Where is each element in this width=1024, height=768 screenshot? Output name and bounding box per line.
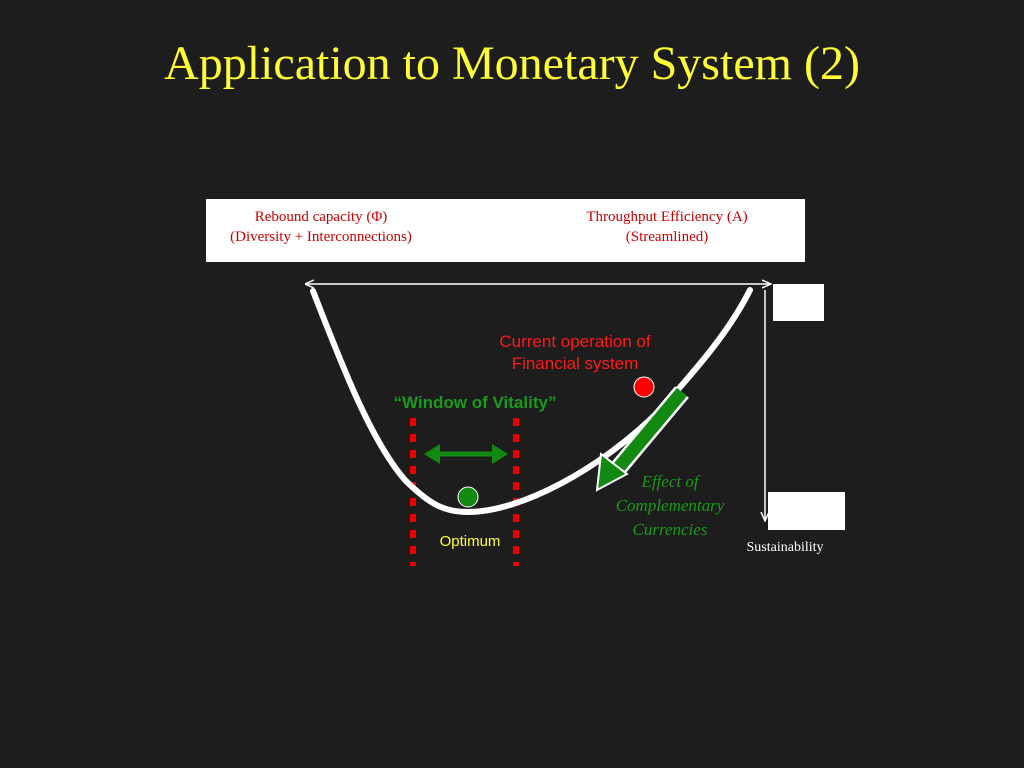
current-operation-label: Current operation of Financial system [470,331,680,375]
sustainability-label: Sustainability [746,540,824,555]
current-operation-point [633,376,655,398]
sustainability-curve [310,287,753,516]
rebound-capacity-label: Rebound capacity (Φ) [254,209,388,225]
throughput-efficiency-label: Throughput Efficiency (A) [586,209,748,225]
window-double-arrow [424,444,508,464]
streamlined-label: (Streamlined) [625,229,709,245]
bottom-blank-box [768,492,845,530]
top-blank-box [773,284,824,321]
throughput-efficiency-header: Throughput Efficiency (A) (Streamlined) [536,207,798,247]
effect-arrow [595,386,689,492]
optimum-label: Optimum [439,533,501,550]
rebound-capacity-header: Rebound capacity (Φ) (Diversity + Interc… [206,207,436,247]
effect-line1: Effect of [641,472,699,491]
optimum-point [457,486,479,508]
effect-line2: Complementary [615,496,725,515]
diversity-interconnections-label: (Diversity + Interconnections) [230,229,412,245]
slide-title: Application to Monetary System (2) [164,37,860,90]
header-box: Rebound capacity (Φ) (Diversity + Interc… [206,199,805,262]
current-operation-line2: Financial system [511,354,639,373]
effect-line3: Currencies [632,520,708,539]
effect-label: Effect of Complementary Currencies [595,470,745,542]
current-operation-line1: Current operation of [499,332,651,351]
window-of-vitality-label: “Window of Vitality” [393,393,557,412]
